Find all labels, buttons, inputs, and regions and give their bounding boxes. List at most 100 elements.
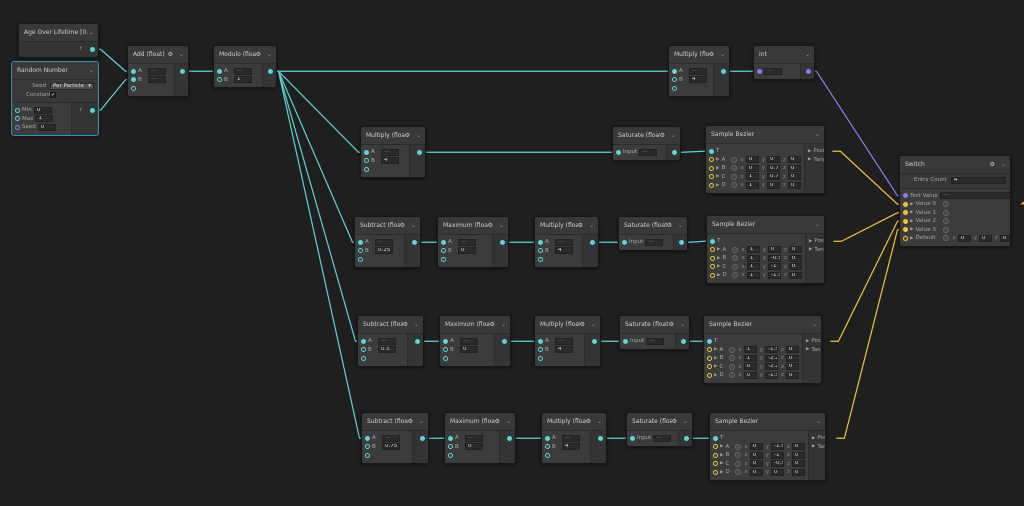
value-field[interactable]: 0.75 [382, 443, 401, 451]
input-port[interactable] [131, 77, 136, 83]
expand-arrow-icon[interactable]: ▶ [805, 347, 810, 353]
vector-y-field[interactable]: -1.5 [768, 271, 781, 279]
input-port[interactable] [443, 347, 448, 353]
node-header[interactable]: Multiply (float)⚙⌄ [535, 316, 600, 334]
gear-icon[interactable]: ⚙ [659, 132, 665, 139]
node-multop[interactable]: Multiply (float)⚙⌄A—B4 [668, 45, 730, 97]
input-port[interactable] [545, 452, 550, 458]
node-sat2[interactable]: Saturate (float)⚙⌄Input— [618, 216, 688, 251]
chevron-down-icon[interactable]: ⌄ [814, 131, 820, 138]
expand-arrow-icon[interactable]: ▶ [720, 444, 724, 450]
input-port[interactable] [713, 461, 718, 467]
wire[interactable] [270, 70, 367, 153]
input-port[interactable] [616, 149, 621, 155]
vector-y-field[interactable]: -1 [771, 451, 784, 459]
link-space-icon[interactable]: L [731, 156, 738, 163]
value-field[interactable]: — [645, 238, 664, 246]
chevron-down-icon[interactable]: ⌄ [677, 222, 683, 229]
expand-arrow-icon[interactable]: ▶ [910, 235, 914, 241]
expand-arrow-icon[interactable]: ▶ [807, 148, 812, 154]
vector-z-field[interactable]: 0 [787, 164, 801, 172]
expand-arrow-icon[interactable]: ▶ [910, 218, 914, 224]
input-port[interactable] [365, 444, 370, 450]
input-port[interactable] [364, 149, 369, 155]
gear-icon[interactable]: ⚙ [708, 51, 714, 58]
value-field[interactable]: — [555, 238, 573, 246]
input-port[interactable] [217, 77, 222, 83]
vector-z-field[interactable]: 0 [785, 346, 799, 354]
link-space-icon[interactable]: L [943, 226, 950, 233]
chevron-down-icon[interactable]: ⌄ [410, 222, 416, 229]
node-header[interactable]: Maximum (float)⚙⌄ [440, 316, 510, 334]
vector-y-field[interactable]: 0 [979, 234, 992, 242]
vector-z-field[interactable]: 0 [791, 460, 805, 468]
input-port[interactable] [131, 68, 136, 74]
vector-x-field[interactable]: 0 [749, 443, 763, 451]
link-space-icon[interactable]: L [735, 452, 742, 459]
vector-x-field[interactable]: 1 [745, 181, 759, 189]
chevron-down-icon[interactable]: ⌄ [590, 321, 596, 328]
link-space-icon[interactable]: L [735, 469, 742, 476]
vector-y-field[interactable]: -0.5 [771, 460, 784, 468]
input-port[interactable] [361, 347, 366, 353]
input-port[interactable] [707, 347, 712, 353]
link-space-icon[interactable]: L [729, 346, 736, 353]
vector-x-field[interactable]: 0 [749, 468, 763, 476]
input-port[interactable] [441, 239, 446, 245]
input-port[interactable] [358, 248, 363, 254]
input-port[interactable] [448, 435, 453, 441]
output-port[interactable] [90, 46, 95, 52]
node-header[interactable]: Random Number⌄ [12, 62, 98, 80]
output-port[interactable] [598, 435, 603, 441]
node-age[interactable]: Age Over Lifetime [0..1]⌄t [18, 23, 99, 58]
input-port[interactable] [364, 166, 369, 172]
chevron-down-icon[interactable]: ⌄ [498, 222, 504, 229]
node-sub4[interactable]: Subtract (float)⚙⌄A—B0.75 [361, 412, 429, 464]
value-field[interactable]: — [555, 337, 573, 345]
input-port[interactable] [709, 182, 714, 188]
node-header[interactable]: Saturate (float)⚙⌄ [620, 316, 689, 334]
input-port[interactable] [131, 85, 136, 91]
value-field[interactable]: — [382, 434, 400, 442]
value-field[interactable]: — [639, 148, 658, 156]
output-port[interactable] [502, 338, 507, 344]
chevron-down-icon[interactable]: ⌄ [588, 222, 594, 229]
link-space-icon[interactable]: L [729, 363, 736, 370]
expand-arrow-icon[interactable]: ▶ [720, 452, 724, 458]
vector-z-field[interactable]: 0 [791, 451, 805, 459]
vector-z-field[interactable]: 0 [785, 363, 799, 371]
link-space-icon[interactable]: L [732, 246, 739, 253]
wire[interactable] [270, 70, 364, 342]
output-port[interactable] [180, 68, 185, 74]
vector-x-field[interactable]: 0 [957, 234, 971, 242]
expand-arrow-icon[interactable]: ▶ [714, 364, 718, 370]
vector-x-field[interactable]: 0 [745, 164, 759, 172]
value-field[interactable]: — [465, 434, 483, 442]
input-port[interactable] [672, 68, 677, 74]
vector-x-field[interactable]: 1 [743, 346, 757, 354]
link-space-icon[interactable]: L [943, 201, 950, 208]
node-sat1[interactable]: Saturate (float)⚙⌄Input— [612, 126, 681, 161]
input-port[interactable] [538, 347, 543, 353]
expand-arrow-icon[interactable]: ▶ [807, 157, 812, 163]
output-port[interactable] [679, 239, 684, 245]
input-port[interactable] [623, 338, 628, 344]
link-space-icon[interactable]: L [731, 182, 738, 189]
input-port[interactable] [361, 338, 366, 344]
chevron-down-icon[interactable]: ⌄ [500, 321, 506, 328]
seed-dropdown[interactable]: Per Particle▾ [50, 82, 94, 90]
vector-x-field[interactable]: 1 [745, 173, 759, 181]
expand-arrow-icon[interactable]: ▶ [717, 264, 721, 270]
vector-x-field[interactable]: 1 [746, 246, 760, 254]
input-port[interactable] [365, 452, 370, 458]
vector-x-field[interactable]: 0 [745, 156, 759, 164]
expand-arrow-icon[interactable]: ▶ [811, 435, 816, 441]
vector-z-field[interactable]: 0 [785, 354, 799, 362]
input-port[interactable] [217, 68, 222, 74]
wire[interactable] [832, 150, 906, 205]
vector-x-field[interactable]: 1 [746, 271, 760, 279]
input-port[interactable] [710, 238, 715, 244]
input-port[interactable] [622, 239, 627, 245]
